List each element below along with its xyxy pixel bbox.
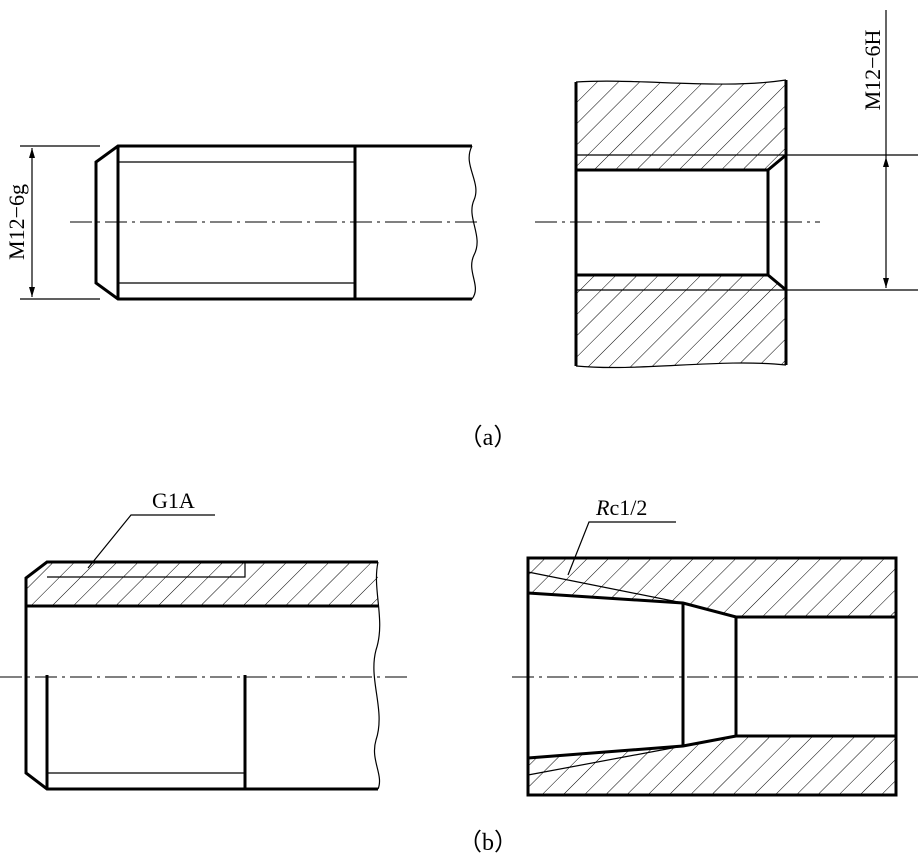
- pipe-thread-label-b: G1A: [152, 488, 195, 513]
- internal-thread-a: M12−6H: [535, 10, 918, 369]
- tapered-internal-thread-b: Rc1/2: [512, 495, 918, 797]
- external-thread-label-a: M12−6g: [4, 184, 29, 260]
- caption-b: （b）: [458, 830, 518, 854]
- external-thread-a: M12−6g: [4, 144, 480, 301]
- pipe-external-thread-b: G1A: [0, 488, 408, 791]
- tapered-thread-label-b: Rc1/2: [595, 495, 647, 520]
- internal-thread-label-a: M12−6H: [860, 29, 885, 110]
- caption-a: （a）: [459, 425, 518, 451]
